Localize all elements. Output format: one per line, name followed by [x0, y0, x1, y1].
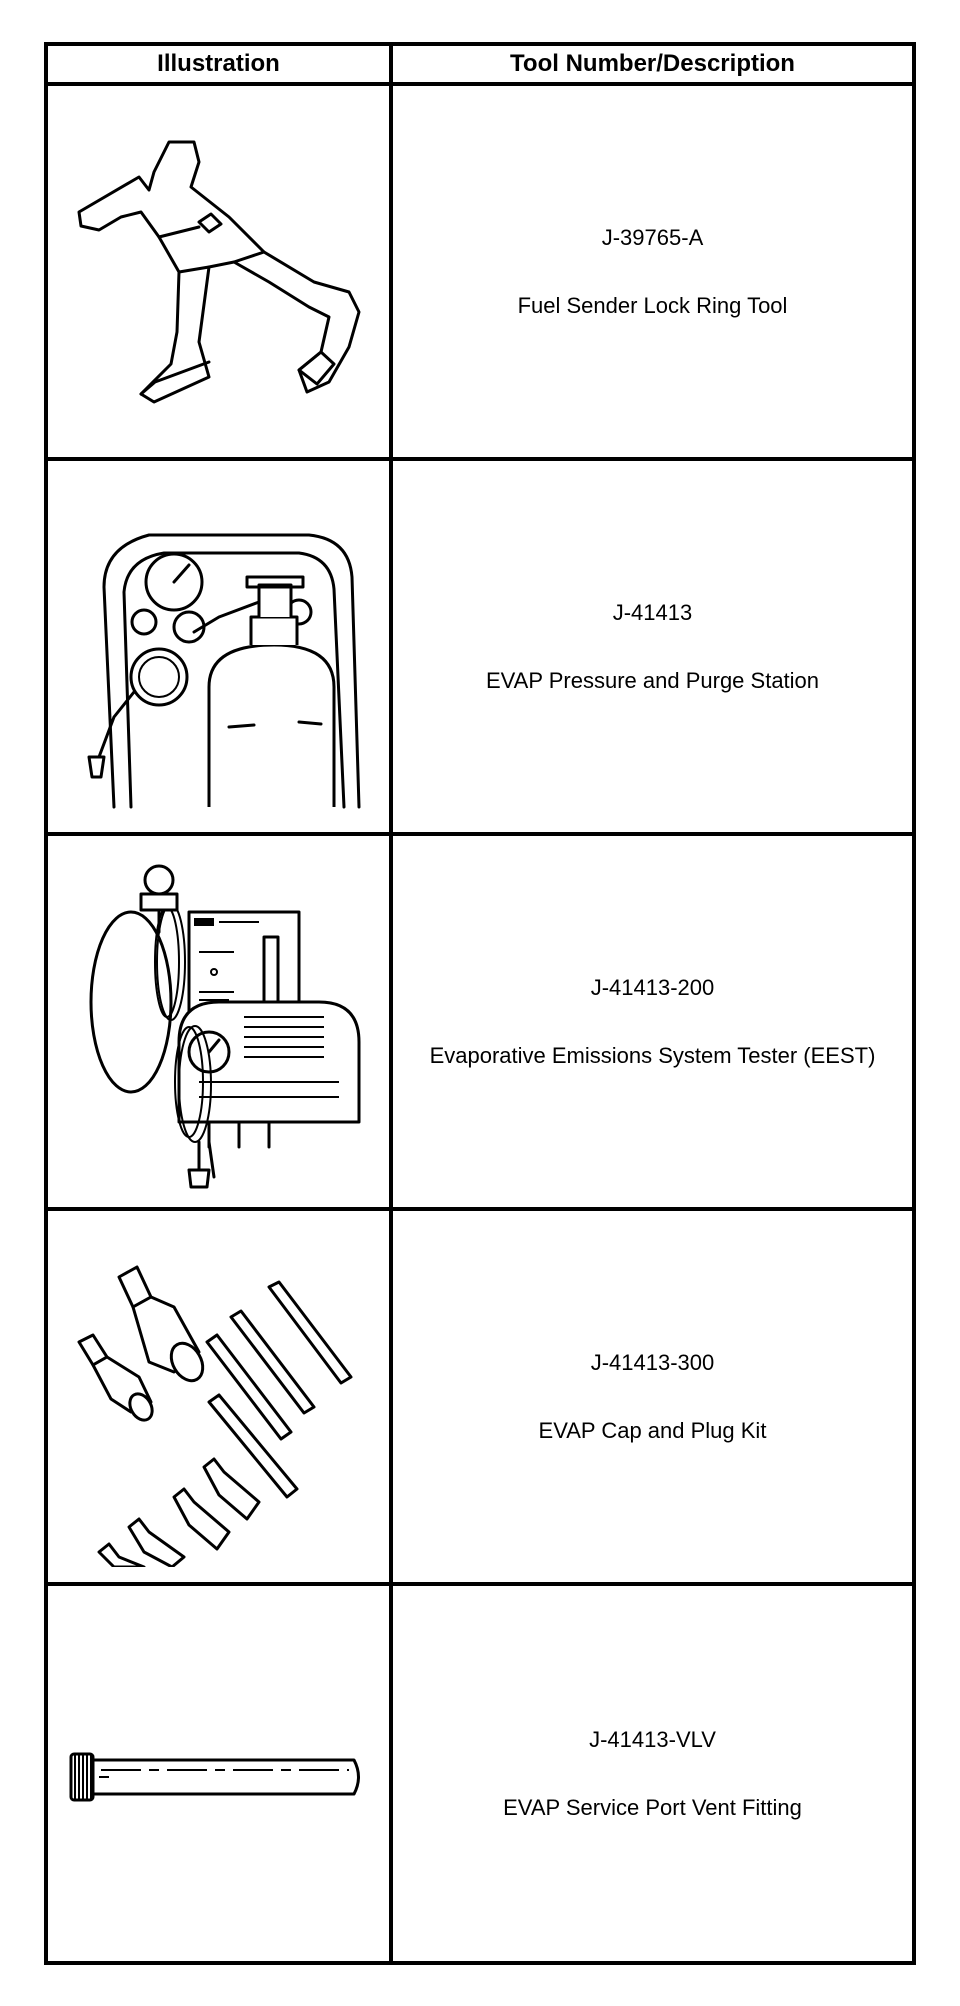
tool-description: EVAP Service Port Vent Fitting — [503, 1794, 802, 1820]
vent-fitting-icon — [69, 1752, 360, 1801]
tool-description: Evaporative Emissions System Tester (EES… — [429, 1042, 876, 1068]
tool-description: Fuel Sender Lock Ring Tool — [517, 292, 788, 318]
description-cell: J-41413-300 EVAP Cap and Plug Kit — [393, 1211, 912, 1586]
tool-number: J-41413-VLV — [589, 1726, 716, 1752]
illustration-cell — [48, 86, 393, 461]
header-illustration: Illustration — [48, 46, 393, 86]
pressure-purge-station-icon — [87, 533, 360, 808]
description-cell: J-41413-200 Evaporative Emissions System… — [393, 836, 912, 1211]
cap-plug-kit-icon — [77, 1265, 352, 1567]
illustration-cell — [48, 461, 393, 836]
description-cell: J-39765-A Fuel Sender Lock Ring Tool — [393, 86, 912, 461]
description-cell: J-41413 EVAP Pressure and Purge Station — [393, 461, 912, 836]
tool-table: Illustration Tool Number/Description J-3… — [44, 42, 916, 1965]
illustration-cell — [48, 836, 393, 1211]
tool-description: EVAP Cap and Plug Kit — [538, 1417, 767, 1443]
illustration-cell — [48, 1586, 393, 1961]
tool-number: J-39765-A — [601, 224, 704, 250]
tool-number: J-41413-300 — [590, 1349, 715, 1375]
description-cell: J-41413-VLV EVAP Service Port Vent Fitti… — [393, 1586, 912, 1961]
header-tool-number-description: Tool Number/Description — [393, 46, 912, 86]
tool-number: J-41413 — [612, 599, 693, 625]
illustration-cell — [48, 1211, 393, 1586]
tool-number: J-41413-200 — [590, 974, 715, 1000]
tool-description: EVAP Pressure and Purge Station — [485, 667, 820, 693]
emissions-tester-icon — [89, 864, 360, 1188]
lock-ring-tool-icon — [77, 140, 360, 403]
